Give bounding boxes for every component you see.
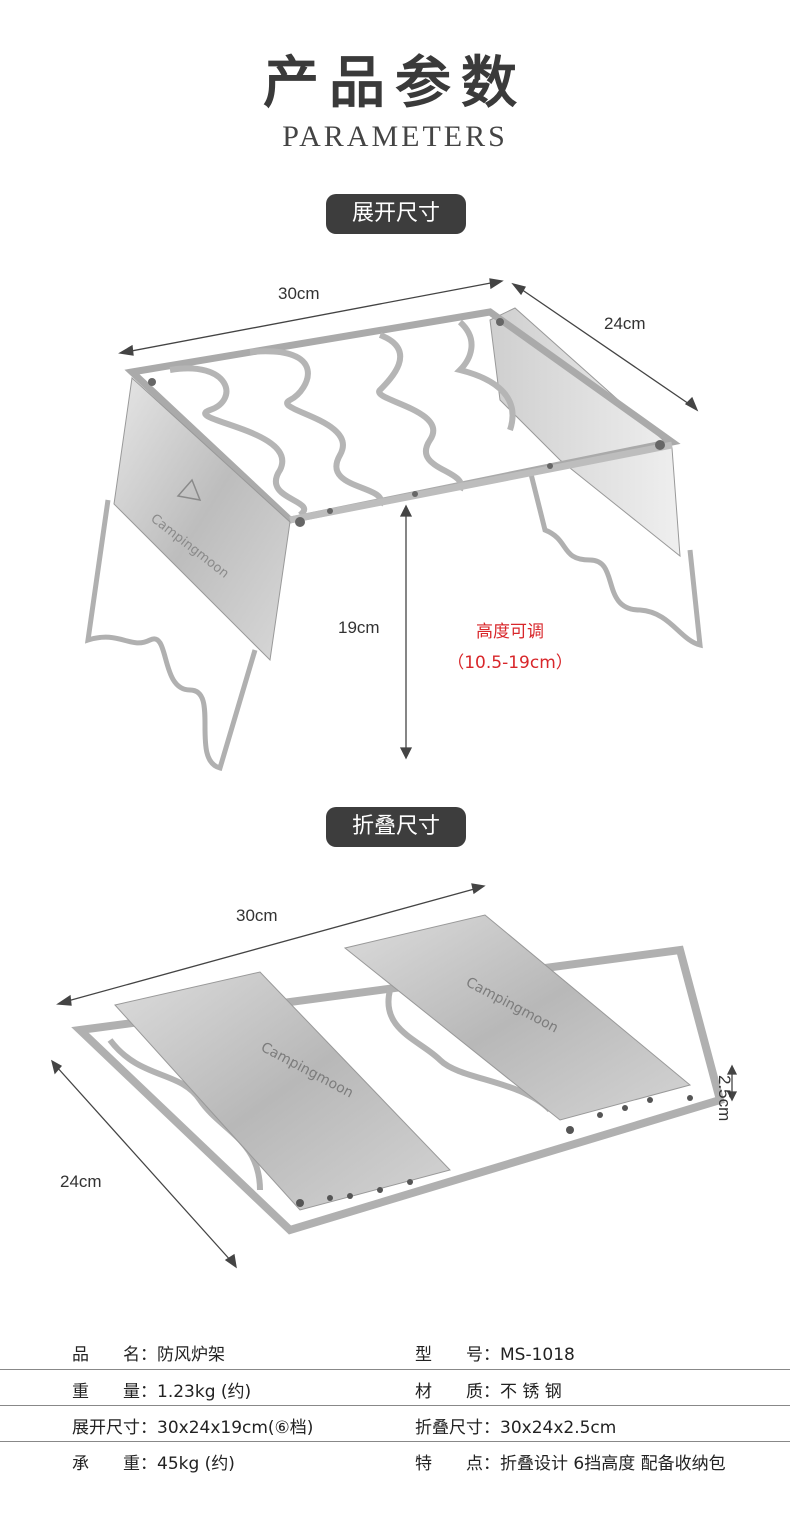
folded-width-label: 30cm bbox=[236, 906, 278, 925]
spec-features: 特 点：折叠设计 6挡高度 配备收纳包 bbox=[415, 1454, 726, 1474]
spec-material: 材 质：不 锈 钢 bbox=[415, 1382, 562, 1402]
dimension-line-width bbox=[118, 278, 504, 356]
unfolded-width-label: 30cm bbox=[278, 284, 320, 303]
height-adjustable-title: 高度可调 bbox=[476, 622, 544, 642]
folded-thickness-label: 2.5cm bbox=[715, 1075, 734, 1122]
folded-stand-image: Campingmoon Campingmoon bbox=[51, 883, 738, 1269]
folded-dimension-thickness bbox=[726, 1064, 738, 1102]
spec-load: 承 重：45kg (约) bbox=[72, 1454, 235, 1474]
spec-folded-size: 折叠尺寸：30x24x2.5cm bbox=[415, 1418, 617, 1438]
dimension-line-height bbox=[399, 504, 413, 760]
unfolded-height-label: 19cm bbox=[338, 618, 380, 637]
height-adjustable-range: （10.5-19cm） bbox=[447, 653, 573, 673]
spec-row: 重 量：1.23kg (约) 材 质：不 锈 钢 bbox=[0, 1369, 790, 1405]
spec-weight: 重 量：1.23kg (约) bbox=[72, 1382, 252, 1402]
spec-row: 承 重：45kg (约) 特 点：折叠设计 6挡高度 配备收纳包 bbox=[0, 1441, 790, 1477]
unfolded-stand-image: Campingmoon bbox=[84, 278, 703, 772]
dimension-line-depth bbox=[511, 282, 699, 412]
page-title-cn: 产品参数 bbox=[263, 50, 527, 116]
spec-unfolded-size: 展开尺寸：30x24x19cm(⑥档) bbox=[72, 1418, 314, 1438]
section-label-folded: 折叠尺寸 bbox=[326, 807, 466, 847]
section-label-unfolded: 展开尺寸 bbox=[326, 194, 466, 234]
spec-row: 展开尺寸：30x24x19cm(⑥档) 折叠尺寸：30x24x2.5cm bbox=[0, 1405, 790, 1441]
folded-dimension-width bbox=[56, 883, 486, 1006]
spec-product-name: 品 名：防风炉架 bbox=[72, 1345, 225, 1365]
unfolded-depth-label: 24cm bbox=[604, 314, 646, 333]
folded-depth-label: 24cm bbox=[60, 1172, 102, 1191]
folded-dimension-depth bbox=[51, 1059, 237, 1269]
spec-row: 品 名：防风炉架 型 号：MS-1018 bbox=[0, 1333, 790, 1369]
spec-table: 品 名：防风炉架 型 号：MS-1018 重 量：1.23kg (约) 材 质：… bbox=[0, 1333, 790, 1477]
page-title-en: PARAMETERS bbox=[282, 120, 508, 153]
spec-model: 型 号：MS-1018 bbox=[415, 1345, 575, 1365]
